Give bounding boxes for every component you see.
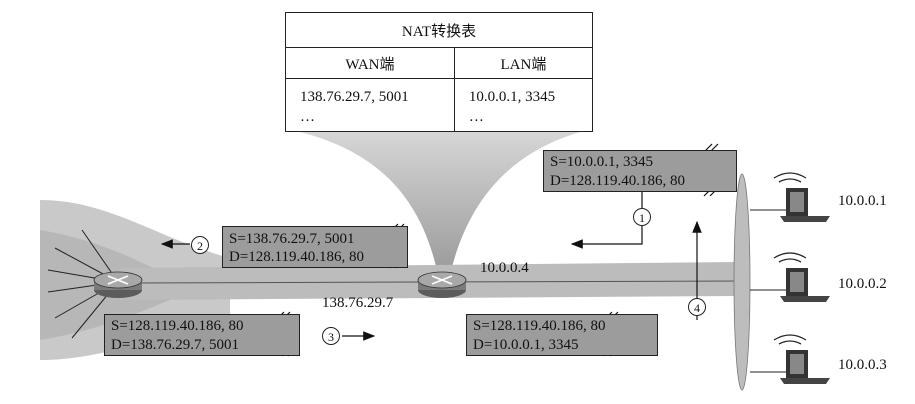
wan-column-header: WAN端 — [286, 48, 455, 79]
step-2-marker: 2 — [191, 236, 209, 254]
packet-2-source: S=138.76.29.7, 5001 — [229, 231, 355, 248]
nat-translation-table: NAT转换表 WAN端 LAN端 138.76.29.7, 5001 … 10.… — [285, 12, 593, 132]
packet-3-destination: D=138.76.29.7, 5001 — [111, 337, 239, 354]
packet-1-destination: D=128.119.40.186, 80 — [550, 173, 685, 190]
nat-router-icon — [418, 272, 466, 298]
packet-4-box: S=128.119.40.186, 80 D=10.0.0.1, 3345 — [466, 314, 658, 356]
packet-1-box: S=10.0.0.1, 3345 D=128.119.40.186, 80 — [543, 150, 737, 192]
step1-arrow — [572, 192, 642, 244]
lan-entry: 10.0.0.1, 3345 — [469, 87, 592, 107]
router-lan-address: 10.0.0.4 — [480, 260, 529, 277]
wan-more: … — [300, 107, 454, 127]
step-1-marker: 1 — [633, 208, 651, 226]
wan-entry-cell: 138.76.29.7, 5001 … — [286, 79, 455, 132]
isp-router-icon — [94, 272, 142, 298]
packet-3-source: S=128.119.40.186, 80 — [111, 318, 244, 335]
step-3-marker: 3 — [322, 327, 340, 345]
packet-4-source: S=128.119.40.186, 80 — [473, 318, 606, 335]
lan-column-header: LAN端 — [454, 48, 592, 79]
lan-entry-cell: 10.0.0.1, 3345 … — [454, 79, 592, 132]
packet-3-box: S=128.119.40.186, 80 D=138.76.29.7, 5001 — [104, 314, 300, 356]
nat-table-title: NAT转换表 — [286, 13, 593, 48]
packet-2-destination: D=128.119.40.186, 80 — [229, 249, 364, 266]
packet-2-box: S=138.76.29.7, 5001 D=128.119.40.186, 80 — [222, 226, 408, 268]
lan-segment — [734, 174, 750, 390]
wan-entry: 138.76.29.7, 5001 — [300, 87, 454, 107]
packet-1-source: S=10.0.0.1, 3345 — [550, 154, 653, 171]
host-1-address: 10.0.0.1 — [838, 193, 887, 210]
host-icons — [750, 173, 830, 384]
packet-4-destination: D=10.0.0.1, 3345 — [473, 337, 579, 354]
step-4-marker: 4 — [688, 298, 706, 316]
host-2-address: 10.0.0.2 — [838, 276, 887, 293]
router-wan-address: 138.76.29.7 — [322, 295, 393, 312]
lan-more: … — [469, 107, 592, 127]
host-3-address: 10.0.0.3 — [838, 357, 887, 374]
